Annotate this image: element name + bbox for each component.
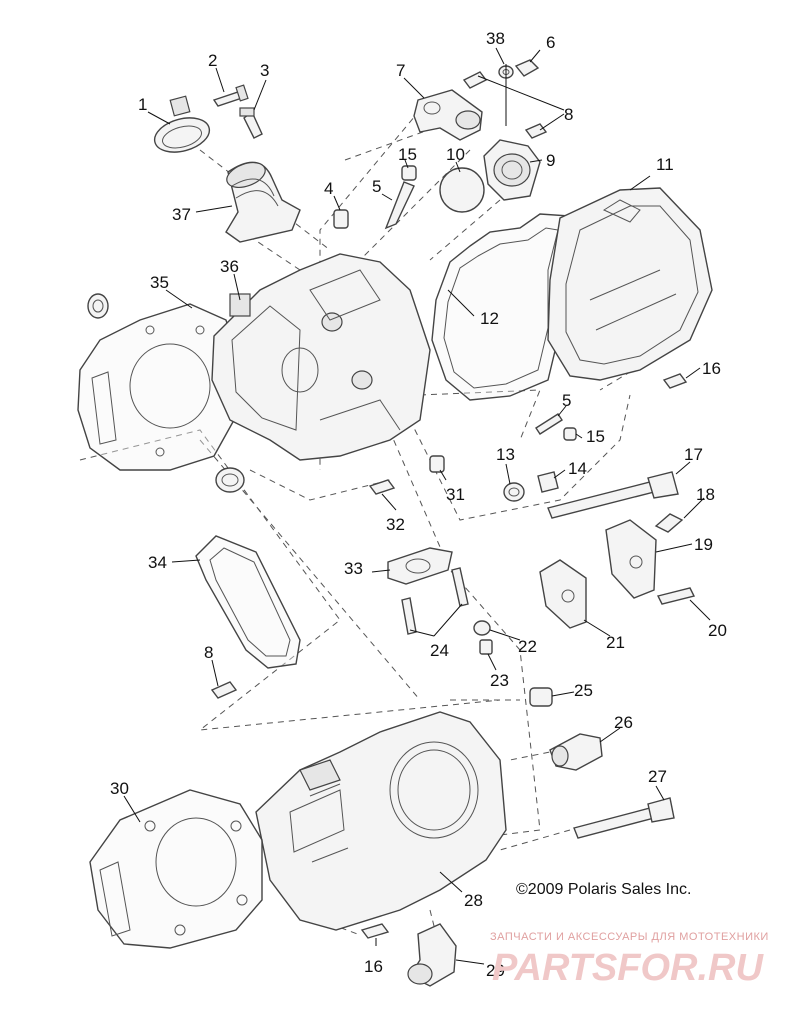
callout-35: 35	[150, 273, 169, 292]
thermostat-bolt-part	[524, 123, 548, 139]
callout-18: 18	[696, 485, 715, 504]
callout-23: 23	[490, 671, 509, 690]
thermostat-housing-part	[483, 139, 541, 201]
outlet-bolt-part	[462, 71, 488, 89]
watermark-tagline: ЗАПЧАСТИ И АКСЕССУАРЫ ДЛЯ МОТОТЕХНИКИ	[490, 931, 769, 943]
small-dowel-part	[333, 209, 349, 229]
copyright-notice: ©2009 Polaris Sales Inc.	[516, 881, 691, 898]
exhaust-stud-right-part	[451, 567, 469, 607]
callout-3: 3	[260, 61, 269, 80]
cylinder-bolt-part	[573, 797, 675, 839]
callout-28: 28	[464, 891, 483, 910]
tensioner-bolt-part	[654, 513, 684, 533]
clamp-screw-part	[212, 84, 249, 107]
callout-8-top: 8	[564, 105, 573, 124]
callout-22: 22	[518, 637, 537, 656]
rocker-support-part	[539, 559, 587, 629]
callout-7: 7	[396, 61, 405, 80]
gasket-dowel-ring-lower-part	[215, 467, 245, 493]
dowel-cap-right-part	[563, 427, 577, 441]
head-gasket-part	[77, 303, 239, 471]
callout-6: 6	[546, 33, 555, 52]
callout-38: 38	[486, 29, 505, 48]
water-outlet-part	[413, 89, 483, 141]
callout-21: 21	[606, 633, 625, 652]
callout-10: 10	[446, 145, 465, 164]
callout-2: 2	[208, 51, 217, 70]
dowel-cap-part	[401, 165, 417, 181]
callout-36: 36	[220, 257, 239, 276]
side-cover-gasket-part	[195, 535, 301, 669]
dowel-pin-part	[384, 181, 415, 230]
cam-bracket-part	[605, 519, 657, 599]
spark-plug-tube-part	[429, 455, 445, 473]
cylinder-small-bolt-part	[360, 923, 390, 939]
head-washer-part	[503, 482, 525, 502]
callout-34: 34	[148, 553, 167, 572]
callout-8-lower: 8	[204, 643, 213, 662]
intake-bolt-part	[239, 107, 263, 139]
head-bolt-small-part	[368, 479, 396, 495]
callout-25: 25	[574, 681, 593, 700]
valve-cover-gasket-part	[431, 213, 571, 401]
thermostat-part	[439, 167, 485, 213]
cylinder-dowel-part	[529, 687, 553, 707]
cover-bolt-part	[662, 373, 688, 389]
callout-19: 19	[694, 535, 713, 554]
watermark: ЗАПЧАСТИ И АКСЕССУАРЫ ДЛЯ МОТОТЕХНИКИ PA…	[490, 931, 769, 989]
callout-5-right: 5	[562, 391, 571, 410]
callout-labels: 1 2 3 4 5 5 6 7 8 8 9 10 11 12 13 14 15 …	[110, 29, 727, 980]
callout-33: 33	[344, 559, 363, 578]
callout-leaders	[123, 47, 711, 965]
nut-part	[514, 59, 540, 77]
callout-31: 31	[446, 485, 465, 504]
exhaust-stud-left-part	[401, 597, 417, 635]
callout-16-lower: 16	[364, 957, 383, 976]
callout-17: 17	[684, 445, 703, 464]
callout-13: 13	[496, 445, 515, 464]
callout-24: 24	[430, 641, 449, 660]
callout-15-right: 15	[586, 427, 605, 446]
coolant-elbow-part	[407, 923, 457, 987]
coolant-fitting-part	[549, 733, 603, 771]
callout-37: 37	[172, 205, 191, 224]
callout-12: 12	[480, 309, 499, 328]
bracket-bolt-part	[656, 587, 696, 605]
exhaust-gasket-part	[387, 547, 453, 585]
callout-1: 1	[138, 95, 147, 114]
gasket-dowel-ring-part	[87, 293, 109, 319]
callout-30: 30	[110, 779, 129, 798]
callout-5-top: 5	[372, 177, 381, 196]
fitting-nut-part	[479, 639, 493, 655]
fitting-washer-part	[473, 620, 491, 636]
callout-27: 27	[648, 767, 667, 786]
callout-14: 14	[568, 459, 587, 478]
callout-32: 32	[386, 515, 405, 534]
long-head-bolt-part	[547, 471, 679, 519]
valve-cover-part	[547, 187, 713, 381]
callout-16-top: 16	[702, 359, 721, 378]
watermark-logo: PARTSFOR.RU	[492, 947, 764, 989]
side-cover-bolt-part	[210, 681, 238, 699]
cylinder-head-part	[211, 253, 431, 461]
callout-20: 20	[708, 621, 727, 640]
callout-4: 4	[324, 179, 333, 198]
callout-26: 26	[614, 713, 633, 732]
callout-11: 11	[656, 155, 674, 174]
head-nut-part	[537, 471, 559, 493]
dowel-pin-right-part	[535, 413, 563, 435]
hose-clamp-part	[153, 95, 211, 153]
callout-9: 9	[546, 151, 555, 170]
callout-15-top: 15	[398, 145, 417, 164]
intake-boot-part	[225, 161, 301, 243]
base-gasket-part	[89, 789, 263, 949]
callout-29: 29	[486, 961, 505, 980]
